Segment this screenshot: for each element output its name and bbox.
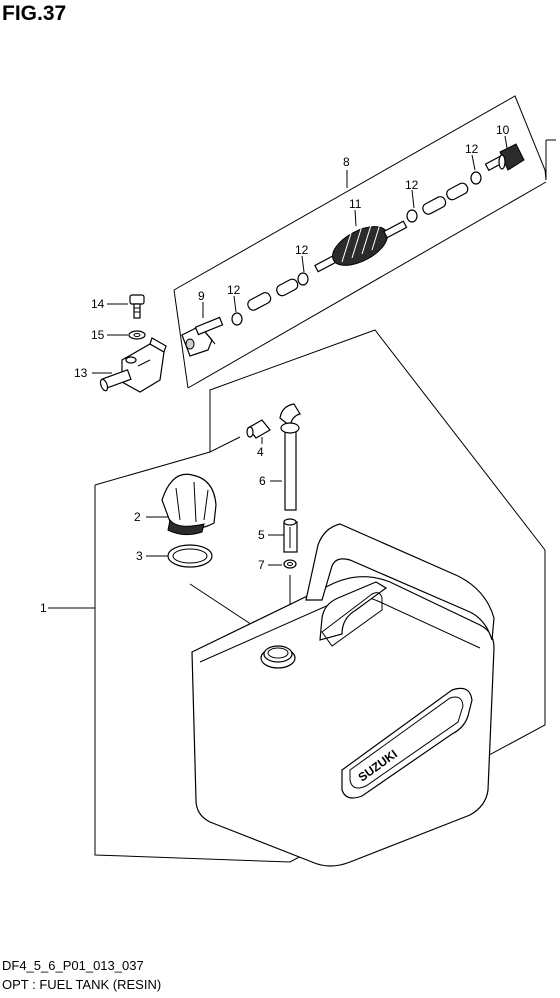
o-ring-part-3	[167, 544, 213, 568]
callout-8: 8	[343, 155, 350, 169]
connector-part-13	[99, 337, 167, 393]
callout-12-c: 12	[405, 178, 419, 192]
callout-12-a: 12	[227, 283, 241, 297]
bolt-part-14	[129, 294, 145, 319]
leader-lines	[48, 135, 508, 641]
callout-12-d: 12	[465, 142, 479, 156]
callout-11: 11	[349, 197, 362, 211]
fitting-part-4	[246, 419, 271, 439]
washer-part-15	[128, 330, 146, 340]
fuel-tank-frame	[94, 329, 546, 863]
fuel-cap-part-2	[161, 473, 217, 536]
pickup-tube-part-6	[279, 403, 301, 511]
callout-9: 9	[198, 289, 205, 303]
callout-labels: 1 2 3 4 5 6 7 8 9 10 11 12 12 12 12 13 1…	[40, 123, 510, 615]
connector-part-10	[484, 143, 525, 172]
primer-bulb-part-11	[314, 220, 408, 273]
fuel-tank-body: SUZUKI	[191, 523, 495, 867]
filter-part-5	[283, 518, 298, 553]
grommet-part-7	[283, 559, 297, 569]
callout-6: 6	[259, 474, 266, 488]
callout-1: 1	[40, 601, 47, 615]
fuel-hose-frame	[173, 95, 556, 389]
callout-4: 4	[257, 445, 264, 459]
figure-title: FIG.37	[2, 2, 67, 25]
hose-segments	[247, 182, 469, 311]
diagram-caption: OPT : FUEL TANK (RESIN)	[2, 977, 162, 992]
callout-12-b: 12	[295, 243, 309, 257]
callout-3: 3	[136, 549, 143, 563]
callout-2: 2	[134, 510, 141, 524]
callout-5: 5	[258, 528, 265, 542]
callout-13: 13	[74, 366, 88, 380]
callout-15: 15	[91, 328, 105, 342]
callout-10: 10	[496, 123, 510, 137]
diagram-code: DF4_5_6_P01_013_037	[2, 958, 144, 973]
callout-7: 7	[258, 558, 265, 572]
connector-part-9	[181, 316, 224, 357]
callout-14: 14	[91, 297, 105, 311]
hose-clips-12	[231, 171, 482, 326]
